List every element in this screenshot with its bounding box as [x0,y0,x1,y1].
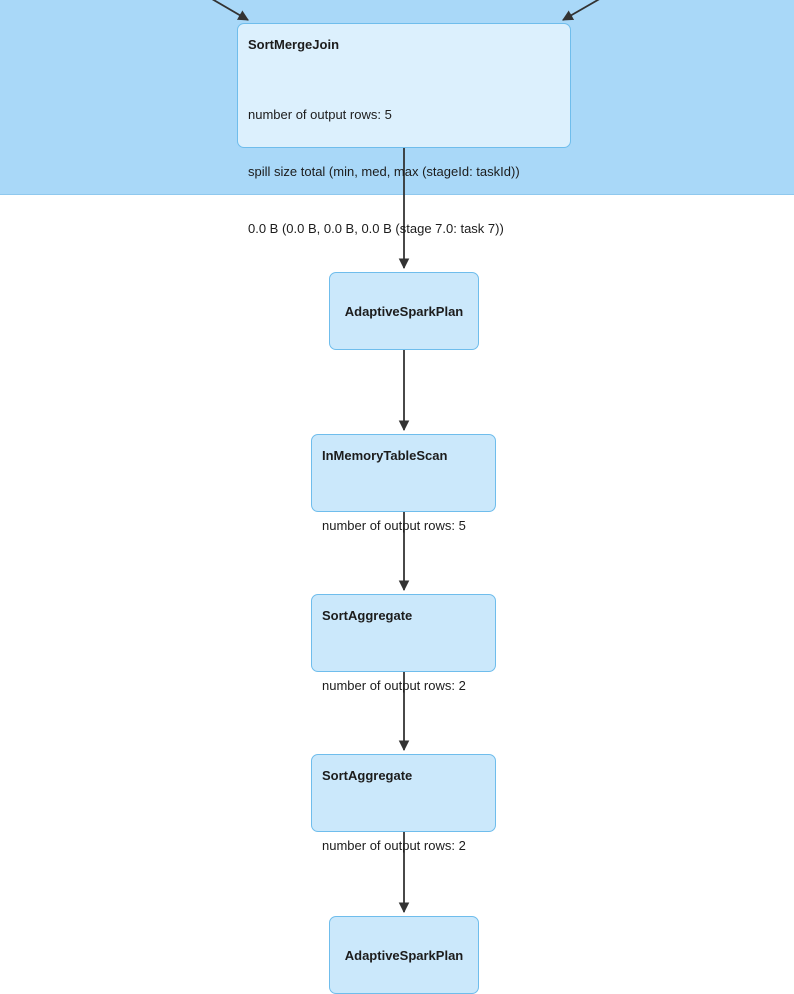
metric-line: number of output rows: 5 [248,107,392,122]
node-title: SortAggregate [322,768,413,783]
metric-line: number of output rows: 2 [322,838,466,853]
node-title: AdaptiveSparkPlan [344,947,464,963]
metric-line: number of output rows: 5 [322,518,466,533]
metric-line: spill size total (min, med, max (stageId… [248,164,520,179]
node-metrics: number of output rows: 5 spill size tota… [248,67,560,276]
node-title: InMemoryTableScan [322,448,448,463]
node-adaptive-spark-plan-bottom[interactable]: AdaptiveSparkPlan [329,916,479,994]
node-metrics: number of output rows: 2 [322,798,485,893]
node-title: SortAggregate [322,608,413,623]
node-title: SortMergeJoin [248,37,340,52]
node-adaptive-spark-plan-top[interactable]: AdaptiveSparkPlan [329,272,479,350]
node-title: AdaptiveSparkPlan [344,303,464,319]
node-in-memory-table-scan[interactable]: InMemoryTableScan number of output rows:… [311,434,496,533]
node-sort-merge-join[interactable]: SortMergeJoin number of output rows: 5 s… [237,23,571,236]
metric-line: 0.0 B (0.0 B, 0.0 B, 0.0 B (stage 7.0: t… [248,221,504,236]
node-metrics: number of output rows: 2 [322,638,485,733]
metric-line: number of output rows: 2 [322,678,466,693]
node-sort-aggregate-2[interactable]: SortAggregate number of output rows: 2 [311,754,496,853]
node-sort-aggregate-1[interactable]: SortAggregate number of output rows: 2 [311,594,496,693]
node-metrics: number of output rows: 5 [322,478,485,573]
